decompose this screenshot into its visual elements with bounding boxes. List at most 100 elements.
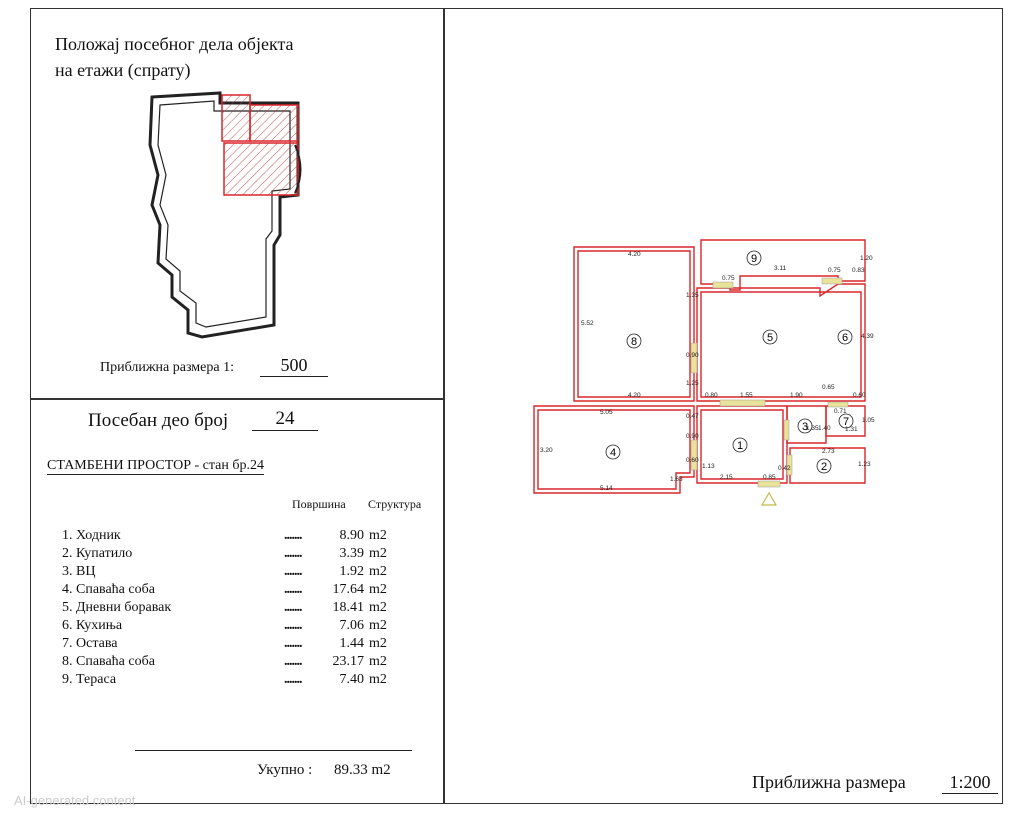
room-name: 9. Тераса (62, 672, 117, 687)
dimension-label: 0.42 (778, 465, 791, 472)
room-row: 9. Тераса....... 7.40 m2 (62, 672, 392, 688)
dimension-label: 1.35 (806, 425, 819, 432)
divider-vertical (443, 8, 445, 804)
dimension-label: 5.52 (581, 320, 594, 327)
col-structure-header: Структура (368, 497, 422, 511)
room-row: 1. Ходник....... 8.90 m2 (62, 528, 392, 544)
room-number: 6 (842, 332, 848, 344)
room-area: 18.41 (332, 600, 365, 615)
location-title-2: на етажи (спрату) (55, 60, 191, 80)
dimension-label: 0.60 (853, 392, 866, 399)
room-area-unit: m2 (369, 546, 387, 561)
room-number-marker: 9 (746, 250, 762, 266)
dimension-label: 0.75 (828, 267, 841, 274)
room-area-unit: m2 (369, 636, 387, 651)
dimension-label: 0.75 (722, 275, 735, 282)
room-area-unit: m2 (369, 582, 387, 597)
room-name: 1. Ходник (62, 528, 121, 543)
room-number-marker: 6 (837, 329, 853, 345)
dimension-label: 1.25 (686, 380, 699, 387)
room-area-unit: m2 (369, 528, 387, 543)
dimension-label: 1.20 (860, 255, 873, 262)
room-area-unit: m2 (369, 654, 387, 669)
room-number: 3 (802, 421, 808, 433)
col-area-header: Површина (292, 497, 346, 511)
room-number: 1 (737, 440, 743, 452)
dimension-label: 0.47 (686, 413, 699, 420)
dimension-label: 0.60 (686, 457, 699, 464)
room-row: 3. ВЦ....... 1.92 m2 (62, 564, 392, 580)
leader-dots: ....... (284, 564, 303, 579)
dimension-label: 1.40 (818, 425, 831, 432)
room-number: 2 (821, 461, 827, 473)
room-number-marker: 1 (732, 437, 748, 453)
room-area: 3.39 (339, 546, 365, 561)
dimension-label: 0.90 (686, 352, 699, 359)
dimension-label: 1.63 (670, 476, 683, 483)
plan-scale-value: 1:200 (942, 772, 998, 794)
entrance-marker-icon (760, 491, 778, 506)
unit-label: Посебан део број (88, 410, 229, 431)
room-name: 2. Купатило (62, 546, 133, 561)
room-area-unit: m2 (369, 600, 387, 615)
room-number: 9 (751, 253, 757, 265)
room-name: 3. ВЦ (62, 564, 96, 579)
total-value: 89.33 m2 (334, 762, 391, 778)
dimension-label: 0.83 (852, 267, 865, 274)
location-scale-label: Приближна размера 1: (100, 360, 234, 375)
leader-dots: ....... (284, 672, 303, 687)
dimension-label: 0.90 (686, 433, 699, 440)
room-area: 7.40 (339, 672, 365, 687)
watermark: AI-generated content (14, 793, 136, 808)
dimension-label: 1.31 (845, 426, 858, 433)
walls (533, 239, 866, 494)
room-row: 2. Купатило....... 3.39 m2 (62, 546, 392, 562)
room-name: 6. Кухиња (62, 618, 123, 633)
room-area-unit: m2 (369, 564, 387, 579)
dimension-label: 4.39 (861, 333, 874, 340)
room-number: 8 (631, 336, 637, 348)
dimension-label: 1.55 (740, 392, 753, 399)
leader-dots: ....... (284, 636, 303, 651)
dimension-label: 0.71 (834, 408, 847, 415)
room-number-marker: 5 (762, 329, 778, 345)
dimension-label: 1.23 (858, 461, 871, 468)
leader-dots: ....... (284, 582, 303, 597)
dimension-label: 0.85 (763, 474, 776, 481)
room-name: 5. Дневни боравак (62, 600, 172, 615)
dimension-label: 2.73 (822, 448, 835, 455)
location-title-1: Положај посебног дела објекта (55, 34, 294, 54)
room-number-marker: 7 (838, 413, 854, 429)
room-area: 23.17 (332, 654, 365, 669)
leader-dots: ....... (284, 600, 303, 615)
room-name: 4. Спаваћа соба (62, 582, 155, 597)
room-number: 7 (843, 416, 849, 428)
highlighted-unit-part (221, 94, 251, 142)
room-area-unit: m2 (369, 618, 387, 633)
room-number-marker: 3 (797, 418, 813, 434)
unit-number: 24 (252, 408, 318, 431)
dimension-label: 0.80 (705, 392, 718, 399)
room-number: 5 (767, 332, 773, 344)
unit-heading-text: СТАМБЕНИ ПРОСТОР (47, 458, 192, 473)
building-key-plan (148, 91, 302, 339)
room-row: 5. Дневни боравак....... 18.41 m2 (62, 600, 392, 616)
room-area: 1.44 (339, 636, 365, 651)
dimension-label: 1.05 (862, 417, 875, 424)
dimension-label: 5.14 (600, 485, 613, 492)
room-area: 1.92 (339, 564, 365, 579)
leader-dots: ....... (284, 546, 303, 561)
leader-dots: ....... (284, 528, 303, 543)
total-label: Укупно : (257, 762, 313, 778)
plan-scale-label: Приближна размера (752, 772, 906, 792)
room-area: 8.90 (339, 528, 365, 543)
room-number-marker: 4 (605, 444, 621, 460)
room-area-unit: m2 (369, 672, 387, 687)
room-area: 7.06 (339, 618, 365, 633)
dimension-label: 3.20 (540, 447, 553, 454)
dimension-label: 0.65 (822, 384, 835, 391)
